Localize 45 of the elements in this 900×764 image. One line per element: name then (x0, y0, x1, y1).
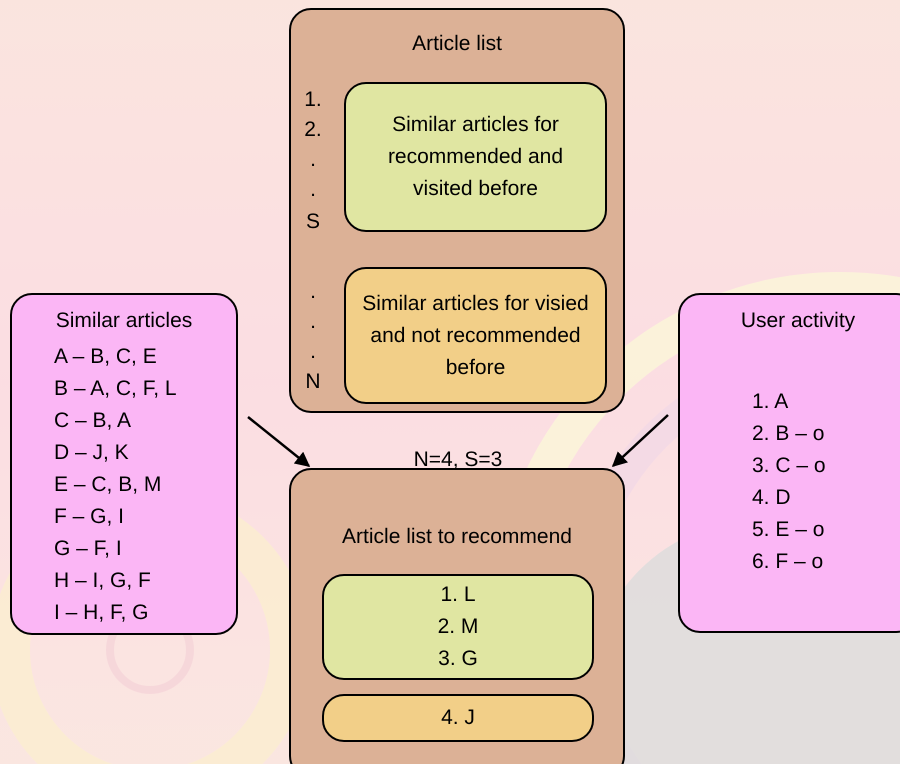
container-box (289, 468, 625, 764)
index-mark: . (310, 148, 316, 172)
list-item: I – H, F, G (54, 601, 149, 625)
index-mark: . (310, 280, 316, 304)
node-text: 4. J (440, 705, 476, 731)
index-mark: 1. (304, 88, 322, 112)
arrow (247, 416, 310, 467)
list-item: E – C, B, M (54, 473, 162, 497)
group-box (322, 574, 594, 680)
heading: User activity (740, 309, 856, 333)
index-mark: . (310, 178, 316, 202)
list-panel (678, 293, 900, 633)
index-mark: . (310, 340, 316, 364)
heading: Article list to recommend (341, 525, 573, 549)
list-item: A – B, C, E (54, 345, 157, 369)
arrow (612, 414, 669, 468)
list-item: H – I, G, F (54, 569, 151, 593)
group-box (344, 267, 607, 404)
heading: Similar articles (54, 309, 194, 333)
list-item: 1. A (752, 390, 788, 414)
parameter-note: N=4, S=3 (414, 448, 502, 472)
index-mark: S (306, 210, 320, 234)
list-item: D – J, K (54, 441, 129, 465)
list-item: 1. L (439, 583, 477, 607)
list-item: 2. B – o (752, 422, 824, 446)
list-item: 6. F – o (752, 550, 824, 574)
list-item: 3. G (437, 647, 479, 671)
index-mark: 2. (304, 118, 322, 142)
list-item: G – F, I (54, 537, 122, 561)
index-mark: . (310, 310, 316, 334)
list-item: F – G, I (54, 505, 124, 529)
list-item: 2. M (436, 615, 480, 639)
node-text: Similar articles for visied and not recommended before (361, 290, 590, 380)
group-box (344, 82, 607, 232)
index-mark: N (305, 370, 321, 394)
list-item: 5. E – o (752, 518, 824, 542)
list-panel (10, 293, 238, 635)
list-item: 4. D (752, 486, 791, 510)
heading: Article list (411, 32, 503, 56)
list-item: C – B, A (54, 409, 132, 433)
group-box (322, 694, 594, 742)
list-item: 3. C – o (752, 454, 826, 478)
node-text: Similar articles for recommended and visited before (386, 112, 564, 202)
container-box (289, 8, 625, 413)
list-item: B – A, C, F, L (54, 377, 177, 401)
